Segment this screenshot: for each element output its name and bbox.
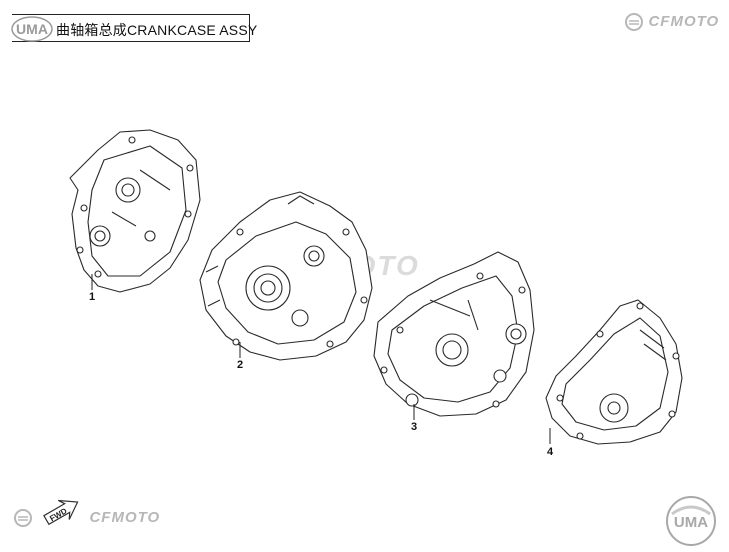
brand-bottom-left-text: CFMOTO <box>89 509 161 527</box>
cfmoto-logo-icon <box>625 13 643 31</box>
uma-logo-icon: UMA <box>11 16 53 42</box>
fwd-arrow-icon: FWD <box>43 499 79 526</box>
callout-number-3: 3 <box>411 421 417 433</box>
brand-bottom-left: CFMOTO <box>13 508 160 528</box>
brand-top-right: CFMOTO <box>624 12 719 32</box>
uma-logo-bottom-icon: UMA <box>666 496 716 546</box>
brand-top-right-text: CFMOTO <box>648 13 720 31</box>
cfmoto-logo-icon <box>14 509 32 527</box>
uma-bottom-text: UMA <box>674 514 708 531</box>
part-2-crankcase-left <box>199 191 373 361</box>
header-box <box>12 14 250 42</box>
callout-number-1: 1 <box>89 291 95 303</box>
page-title: 曲轴箱总成CRANKCASE ASSY <box>56 22 258 38</box>
part-1-crankcase-cover <box>69 129 201 293</box>
callout-number-4: 4 <box>547 446 554 458</box>
part-4-magneto-cover <box>545 299 683 445</box>
header-logo-text: UMA <box>16 21 48 37</box>
part-3-crankcase-right <box>373 251 535 417</box>
callout-number-2: 2 <box>237 359 243 371</box>
